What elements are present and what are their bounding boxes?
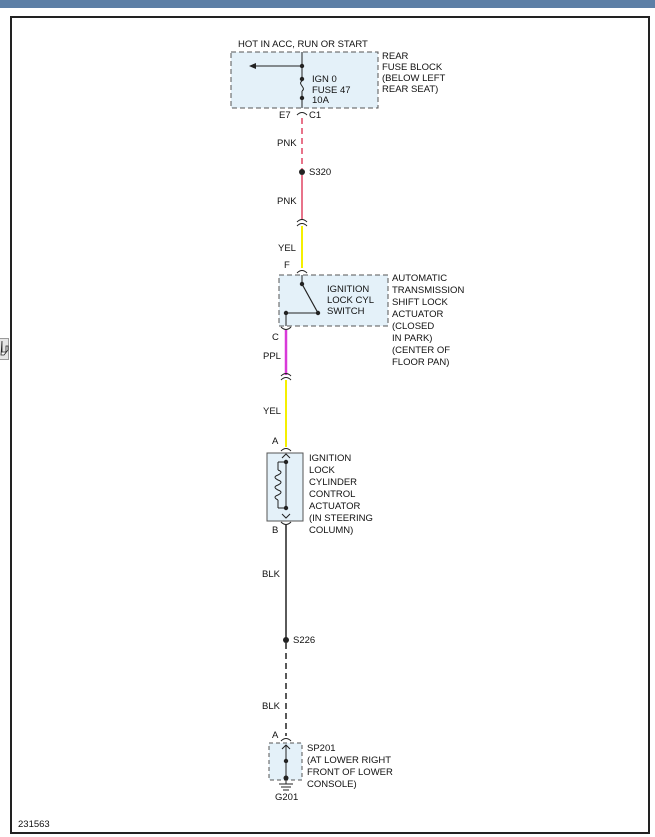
pin-f-connector-icon (296, 270, 308, 274)
connector-c1-label: C1 (309, 110, 321, 121)
fuse-block-name-line: REAR SEAT) (382, 84, 438, 95)
sp201-node-bottom (283, 775, 289, 781)
fuse-label-line: 10A (312, 95, 330, 106)
switch-desc-line: AUTOMATIC (392, 273, 447, 284)
sp201-desc-line: CONSOLE) (307, 779, 357, 790)
actuator-desc-line: LOCK (309, 465, 336, 476)
actuator-desc-line: IGNITION (309, 453, 351, 464)
sp201-desc-line: FRONT OF LOWER (307, 767, 393, 778)
fuse-block-name-line: REAR (382, 51, 409, 62)
switch-box (278, 274, 389, 327)
sp201-node-top (283, 758, 289, 764)
switch-return-node (283, 310, 289, 316)
switch-inner-label: LOCK CYL (327, 295, 374, 306)
fuse-label-line: FUSE 47 (312, 85, 351, 96)
fuse-block-name-line: FUSE BLOCK (382, 62, 443, 73)
inline-connector-icon (280, 373, 292, 381)
wire-color-label: BLK (262, 701, 281, 712)
switch-inner-label: IGNITION (327, 284, 369, 295)
switch-desc-line: IN PARK) (392, 333, 432, 344)
ground-label: G201 (275, 792, 298, 803)
fuse-label-line: IGN 0 (312, 74, 337, 85)
fuse-node-bottom (299, 95, 305, 101)
wire-color-label: YEL (278, 243, 296, 254)
switch-blade (301, 283, 319, 314)
sp201-desc-line: (AT LOWER RIGHT (307, 755, 391, 766)
pin-c-connector-icon (280, 326, 292, 330)
switch-desc-line: (CENTER OF (392, 345, 450, 356)
side-scroll-tab[interactable] (0, 338, 9, 360)
bus-arrow-icon (249, 63, 256, 69)
actuator-chevron-icon (281, 453, 291, 459)
fuse-block-box (230, 51, 379, 109)
fuse-node-mid (299, 76, 305, 82)
splice-s320 (299, 169, 305, 175)
pin-b-connector-icon (280, 521, 292, 525)
pin-f-label: F (284, 260, 290, 271)
figure-id: 231563 (18, 819, 50, 830)
coil-icon (274, 469, 282, 501)
pin-c-label: C (272, 332, 279, 343)
actuator-desc-line: ACTUATOR (309, 501, 361, 512)
pin-a-connector-icon (280, 448, 292, 452)
diagram-frame (10, 16, 650, 834)
actuator-desc-line: COLUMN) (309, 525, 353, 536)
connector-c1-icon (296, 112, 308, 116)
sp201-desc-line: SP201 (307, 743, 336, 754)
switch-desc-line: FLOOR PAN) (392, 357, 449, 368)
actuator-desc-line: CONTROL (309, 489, 355, 500)
fuse-icon (300, 80, 304, 92)
wire-color-label: PNK (277, 196, 297, 207)
splice-s226-label: S226 (293, 635, 315, 646)
window-title-bar (0, 0, 655, 8)
connector-e7-label: E7 (279, 110, 291, 121)
wire-color-label: YEL (263, 406, 281, 417)
switch-desc-line: ACTUATOR (392, 309, 444, 320)
ground-icon (279, 783, 293, 791)
fuse-node-top (299, 63, 305, 69)
actuator-desc-line: CYLINDER (309, 477, 357, 488)
pin-a2-connector-icon (280, 738, 292, 742)
pin-b-label: B (272, 525, 278, 536)
splice-s226 (283, 637, 289, 643)
pin-a-label: A (272, 436, 279, 447)
pin-a2-label: A (272, 730, 279, 741)
splice-s320-label: S320 (309, 167, 331, 178)
hand-cursor-icon (0, 340, 9, 356)
wire-color-label: PNK (277, 138, 297, 149)
actuator-desc-line: (IN STEERING (309, 513, 373, 524)
actuator-chevron-icon (281, 513, 291, 519)
fuse-block-name-line: (BELOW LEFT (382, 73, 446, 84)
switch-inner-label: SWITCH (327, 306, 365, 317)
hot-in-label: HOT IN ACC, RUN OR START (238, 39, 368, 50)
wire-color-label: PPL (263, 351, 281, 362)
switch-desc-line: SHIFT LOCK (392, 297, 448, 308)
switch-desc-line: (CLOSED (392, 321, 434, 332)
wire-color-label: BLK (262, 569, 281, 580)
switch-desc-line: TRANSMISSION (392, 285, 464, 296)
inline-connector-icon (296, 219, 308, 227)
